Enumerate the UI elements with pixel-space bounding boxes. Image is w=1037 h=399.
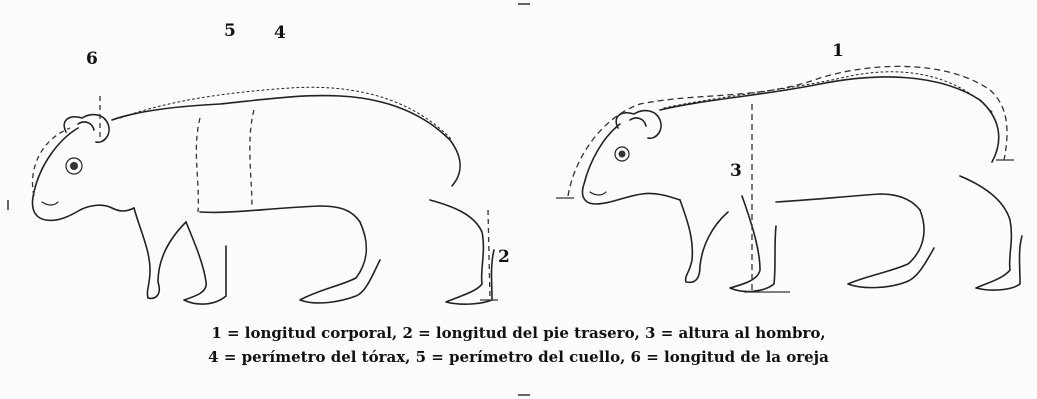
chest-girth-line xyxy=(250,110,254,208)
caption-line-1: 1 = longitud corporal, 2 = longitud del … xyxy=(0,322,1037,344)
left-animal-drawing xyxy=(33,87,495,304)
label-hind-foot-length: 2 xyxy=(498,247,510,267)
right-reference-ticks xyxy=(480,160,1014,300)
label-ear-length: 6 xyxy=(86,49,98,69)
right-animal-drawing xyxy=(583,72,1023,292)
label-neck-girth: 5 xyxy=(224,21,236,41)
hind-foot-line xyxy=(488,210,490,300)
body-length-line xyxy=(568,66,1007,196)
label-chest-girth: 4 xyxy=(274,23,286,43)
label-shoulder-height: 3 xyxy=(730,161,742,181)
right-measurement-lines xyxy=(568,66,1007,290)
caption-line-2: 4 = perímetro del tórax, 5 = perímetro d… xyxy=(0,346,1037,368)
neck-girth-line xyxy=(196,118,200,212)
label-body-length: 1 xyxy=(832,41,844,61)
left-measurement-lines xyxy=(33,96,491,300)
